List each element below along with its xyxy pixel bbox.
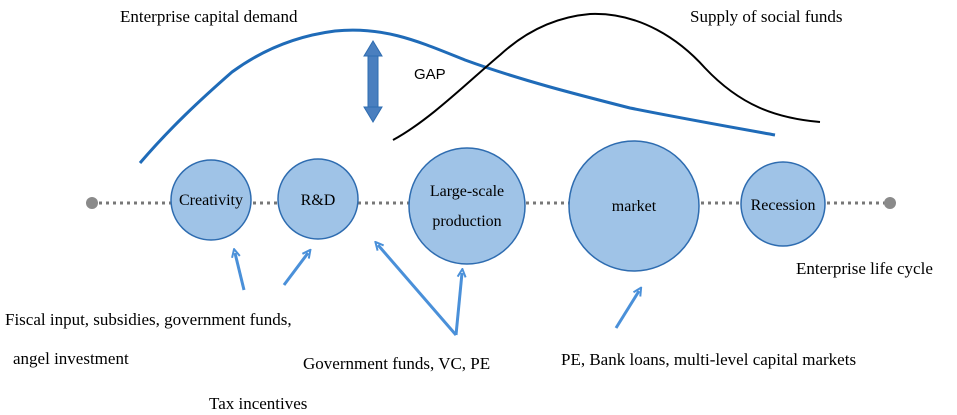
social-funds-supply-curve	[392, 12, 821, 141]
growth-funding-label: Government funds, VC, PE	[303, 354, 490, 373]
stage-recession-label: Recession	[751, 197, 816, 214]
arrow-to-creativity-icon	[235, 253, 246, 291]
stage-production-label-line1: Large-scale	[430, 183, 504, 200]
stage-large-scale-production-circle	[408, 147, 526, 265]
stage-creativity-label: Creativity	[179, 192, 243, 209]
stage-rd-circle	[277, 158, 359, 240]
stage-production-label-line2: production	[432, 213, 501, 230]
supply-curve-label: Supply of social funds	[690, 7, 843, 26]
stage-rd-label: R&D	[301, 192, 336, 209]
gap-double-arrow-icon	[363, 40, 383, 123]
arrow-to-rd-from-growth-icon	[378, 245, 458, 336]
gap-label: GAP	[414, 66, 446, 83]
tax-incentives-label: Tax incentives	[209, 394, 307, 413]
stage-market-label: market	[612, 198, 657, 215]
capital-demand-curve	[138, 28, 776, 164]
arrow-to-rd-icon	[282, 253, 308, 286]
stage-recession-circle	[740, 161, 826, 247]
early-funding-label-line2: angel investment	[13, 349, 129, 368]
early-funding-label-line1: Fiscal input, subsidies, government fund…	[5, 310, 292, 329]
arrow-to-production-icon	[454, 273, 462, 336]
stage-creativity-circle	[170, 159, 252, 241]
timeline-end-dot	[884, 197, 896, 209]
stage-market-circle	[568, 140, 700, 272]
mature-funding-label: PE, Bank loans, multi-level capital mark…	[561, 350, 856, 369]
timeline-start-dot	[86, 197, 98, 209]
lifecycle-axis-label: Enterprise life cycle	[796, 259, 933, 278]
demand-curve-label: Enterprise capital demand	[120, 7, 298, 26]
arrow-to-market-icon	[614, 291, 639, 329]
